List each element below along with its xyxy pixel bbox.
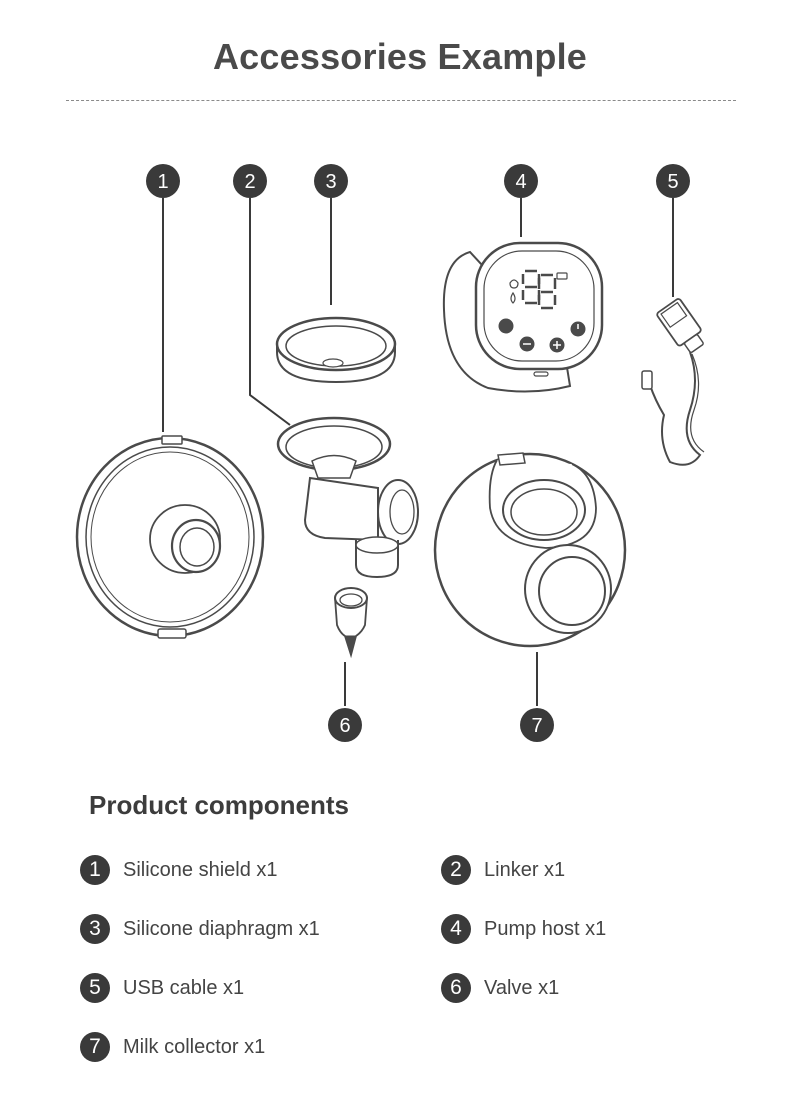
valve-illustration: [334, 587, 368, 659]
component-label: USB cable x1: [123, 976, 245, 999]
component-label: Linker x1: [484, 858, 566, 881]
component-item: 7 Milk collector x1: [80, 1032, 265, 1062]
component-item: 2 Linker x1: [441, 855, 565, 885]
svg-text:7: 7: [531, 715, 542, 737]
component-label: Silicone diaphragm x1: [123, 917, 320, 940]
callout-6: 6: [328, 708, 362, 742]
page-title: Accessories Example: [212, 36, 588, 77]
svg-text:4: 4: [515, 171, 526, 193]
accessories-diagram: 1 2 3 4 5 6 7: [75, 164, 705, 742]
svg-text:2: 2: [244, 171, 255, 193]
component-label: Silicone shield x1: [123, 858, 278, 881]
milk-collector-illustration: [433, 452, 627, 648]
callout-2: 2: [233, 164, 267, 198]
title-divider: [66, 100, 736, 101]
pump-host-illustration: [442, 241, 604, 393]
callout-5: 5: [656, 164, 690, 198]
svg-text:3: 3: [325, 171, 336, 193]
callout-3: 3: [314, 164, 348, 198]
component-number-badge: 4: [441, 914, 471, 944]
component-label: Valve x1: [484, 976, 560, 999]
callout-1: 1: [146, 164, 180, 198]
svg-text:6: 6: [339, 715, 350, 737]
component-label: Milk collector x1: [123, 1035, 266, 1058]
component-item: 5 USB cable x1: [80, 973, 244, 1003]
linker-illustration: [276, 416, 419, 579]
leader-lines: [162, 198, 674, 706]
component-item: 3 Silicone diaphragm x1: [80, 914, 320, 944]
component-number-badge: 5: [80, 973, 110, 1003]
component-number-badge: 3: [80, 914, 110, 944]
svg-text:1: 1: [157, 171, 168, 193]
svg-text:5: 5: [667, 171, 678, 193]
component-item: 4 Pump host x1: [441, 914, 606, 944]
component-number-badge: 7: [80, 1032, 110, 1062]
silicone-diaphragm-illustration: [275, 316, 397, 384]
silicone-shield-illustration: [75, 435, 265, 639]
component-number-badge: 1: [80, 855, 110, 885]
usb-cable-illustration: [641, 298, 705, 466]
components-title: Product components: [89, 790, 350, 820]
component-number-badge: 6: [441, 973, 471, 1003]
component-label: Pump host x1: [484, 917, 607, 940]
component-item: 1 Silicone shield x1: [80, 855, 278, 885]
callout-7: 7: [520, 708, 554, 742]
component-number-badge: 2: [441, 855, 471, 885]
callout-4: 4: [504, 164, 538, 198]
component-item: 6 Valve x1: [441, 973, 559, 1003]
